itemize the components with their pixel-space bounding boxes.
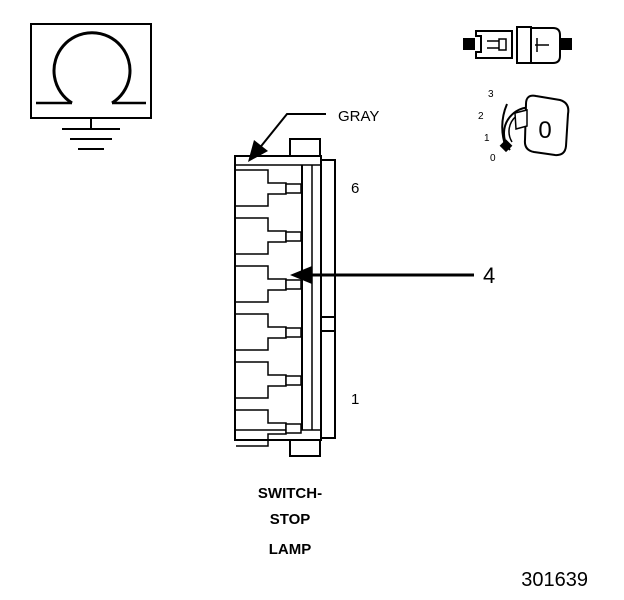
ground-omega-symbol-icon <box>30 23 152 150</box>
connector-body <box>234 138 336 457</box>
gray-leader-line <box>248 113 326 162</box>
connector-color-label: GRAY <box>338 108 379 125</box>
connector-cavity <box>236 217 302 255</box>
pin-number-bottom: 1 <box>351 391 359 408</box>
connector-cavity <box>236 169 302 207</box>
connector-name-line-2: STOP <box>270 511 311 528</box>
key-position-0: 0 <box>490 153 496 164</box>
connector-name-line-3: LAMP <box>269 541 312 558</box>
callout-number: 4 <box>483 263 495 288</box>
ignition-key-icon <box>499 94 570 157</box>
callout-arrow <box>290 266 474 284</box>
connector-name-line-1: SWITCH- <box>258 485 322 502</box>
key-position-2: 2 <box>478 111 484 122</box>
key-selected-position: 0 <box>538 117 551 144</box>
connector-cavity <box>236 313 302 351</box>
pin-number-top: 6 <box>351 180 359 197</box>
figure-number: 301639 <box>521 569 588 591</box>
connector-cavity <box>236 361 302 399</box>
connector-cavity <box>236 409 302 447</box>
key-position-3: 3 <box>488 89 494 100</box>
connector-cavity <box>236 265 302 303</box>
connector-plug-icon <box>463 26 572 64</box>
key-position-1: 1 <box>484 133 490 144</box>
